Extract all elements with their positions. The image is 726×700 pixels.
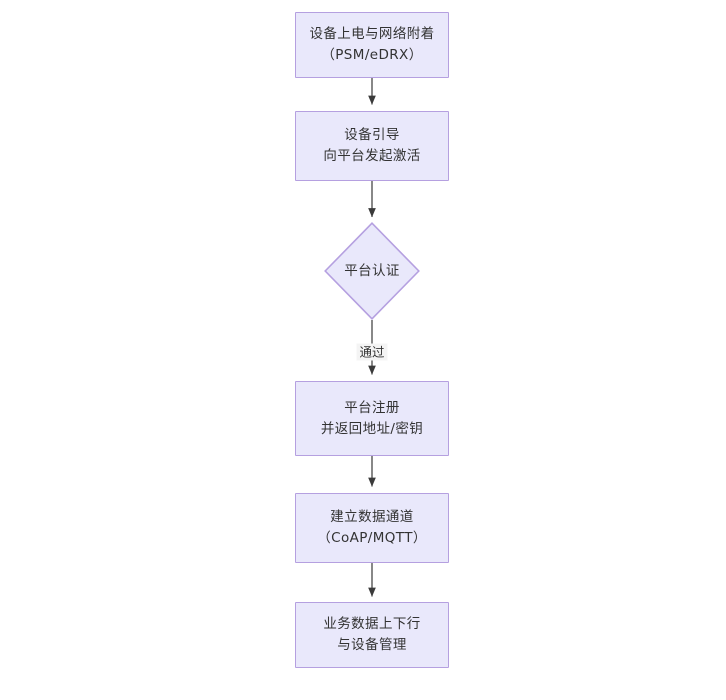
- node-device-bootstrap[interactable]: 设备引导 向平台发起激活: [295, 111, 449, 181]
- node-platform-authentication[interactable]: 平台认证: [324, 222, 420, 320]
- node-label-business-data-and-device-management: 业务数据上下行 与设备管理: [323, 616, 421, 653]
- node-label-device-power-on: 设备上电与网络附着 （PSM/eDRX）: [309, 26, 435, 63]
- node-platform-registration[interactable]: 平台注册 并返回地址/密钥: [295, 381, 449, 456]
- node-label-platform-registration: 平台注册 并返回地址/密钥: [320, 399, 424, 437]
- edge-label-pass: 通过: [356, 343, 388, 361]
- diamond-shape-icon: [324, 222, 420, 320]
- node-business-data-and-device-management[interactable]: 业务数据上下行 与设备管理: [295, 602, 449, 668]
- node-label-establish-data-channel: 建立数据通道 （CoAP/MQTT）: [317, 509, 427, 546]
- node-device-power-on[interactable]: 设备上电与网络附着 （PSM/eDRX）: [295, 12, 449, 78]
- node-label-device-bootstrap: 设备引导 向平台发起激活: [323, 127, 421, 164]
- node-establish-data-channel[interactable]: 建立数据通道 （CoAP/MQTT）: [295, 493, 449, 563]
- node-label-platform-authentication: 平台认证: [344, 262, 400, 279]
